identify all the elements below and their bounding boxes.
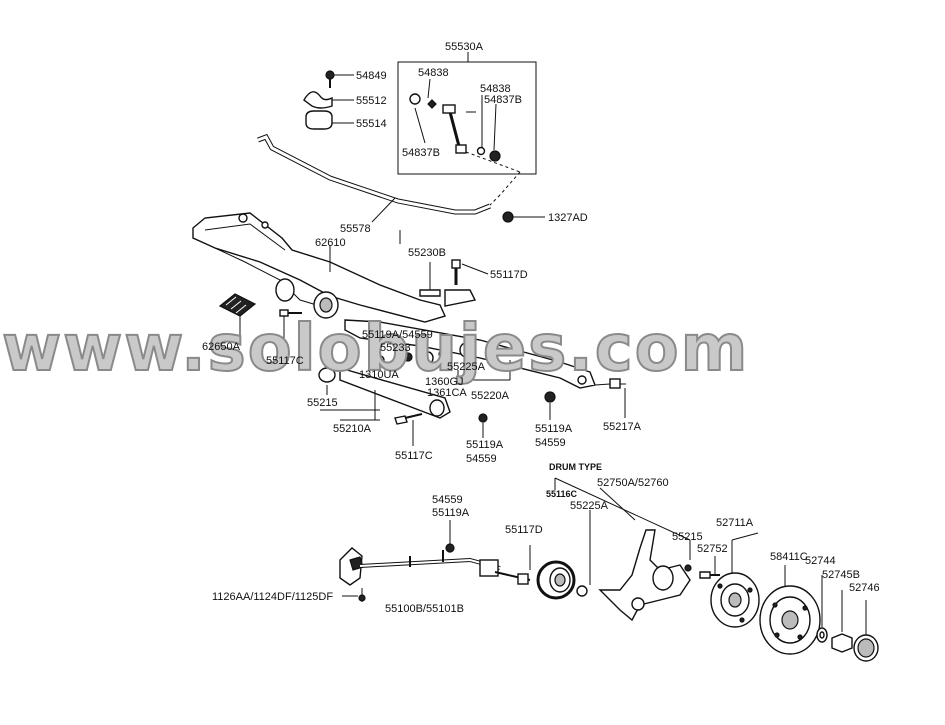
part-label: 54837B [484, 94, 522, 106]
bolt-part [325, 70, 335, 80]
part-label: 54837B [402, 147, 440, 159]
part-label: 55225A [570, 500, 609, 512]
bump-stop-part [218, 293, 257, 338]
bracket-part [303, 91, 333, 109]
bushing-part [305, 110, 333, 130]
part-label: 1361CA [427, 387, 467, 399]
watermark: www.solobujes.com [2, 312, 749, 386]
part-label: 55119A [535, 423, 573, 435]
crossmember [192, 212, 446, 323]
part-label: 52750A/52760 [597, 477, 669, 489]
part-label: 62610 [315, 237, 346, 249]
hub-small-parts [816, 575, 879, 662]
bushing-part [409, 93, 421, 105]
part-label: 55117D [490, 269, 528, 281]
stabilizer-bar [257, 133, 545, 223]
stabilizer-link-kit [397, 52, 537, 206]
lateral-rod [344, 319, 626, 418]
part-label: 55225A [447, 361, 486, 373]
part-label: 52752 [697, 543, 728, 555]
kit-box [397, 61, 537, 175]
part-label: 55514 [356, 118, 387, 130]
nut-part [427, 99, 437, 109]
part-label: 55578 [340, 223, 371, 235]
part-label: 55233 [380, 342, 411, 354]
trailing-arm [339, 543, 531, 602]
part-labels: 55530A 54849 55512 55514 54838 54838 548… [202, 41, 880, 615]
part-label: 54559 [466, 453, 497, 465]
part-label: 55220A [471, 390, 510, 402]
part-label: 55117D [505, 524, 543, 536]
part-label: 54838 [480, 83, 511, 95]
part-label: 52711A [716, 517, 754, 529]
part-label: 54559 [432, 494, 463, 506]
part-label: 55116C [546, 489, 578, 499]
part-label: 55210A [333, 423, 372, 435]
part-label: 54559 [535, 437, 566, 449]
part-label: 1310UA [359, 369, 399, 381]
lower-control-arm [318, 367, 556, 446]
part-label: 52744 [805, 555, 836, 567]
part-label: 55119A [466, 439, 504, 451]
lower-leader-lines [449, 477, 759, 585]
part-label: 55215 [307, 397, 338, 409]
part-label: 55512 [356, 95, 387, 107]
part-label: 52745B [822, 569, 860, 581]
bolt-55117C-upper [279, 309, 302, 352]
highlighted-bushing [529, 545, 576, 600]
part-label: 55217A [603, 421, 642, 433]
part-label: 55530A [445, 41, 484, 53]
knuckle [576, 529, 720, 622]
part-label: 55119A [432, 507, 470, 519]
part-label: 55215 [672, 531, 703, 543]
hub-bearing [710, 540, 760, 628]
brake-drum [759, 565, 821, 655]
part-label: 58411C [770, 551, 808, 563]
part-label: 54849 [356, 70, 387, 82]
stabilizer-mount-parts [303, 70, 354, 130]
part-label: 1126AA/1124DF/1125DF [212, 591, 333, 603]
part-label: 54838 [418, 67, 449, 79]
drum-type-label: DRUM TYPE [549, 462, 602, 472]
leader-lines [399, 230, 511, 381]
part-label: 55117C [395, 450, 433, 462]
part-label: 52746 [849, 582, 880, 594]
part-label: 1327AD [548, 212, 588, 224]
upper-bolts [419, 259, 489, 307]
part-label: 62650A [202, 341, 241, 353]
part-label: 1360GJ [425, 376, 464, 388]
bushing-part [502, 211, 514, 223]
part-label: 55230B [408, 247, 446, 259]
part-label: 55117C [266, 355, 304, 367]
part-label: 55100B/55101B [385, 603, 464, 615]
part-label: 55119A/54559 [362, 329, 433, 341]
